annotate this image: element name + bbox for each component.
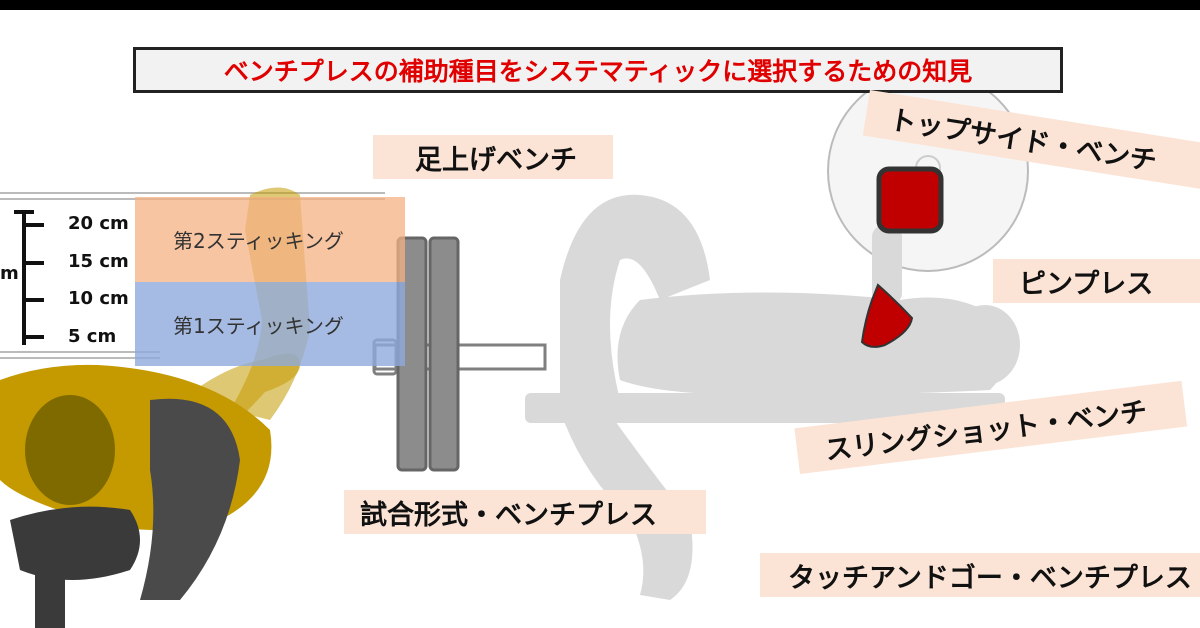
- lifter-head: [25, 395, 115, 505]
- scale-label-20: 20 cm: [68, 213, 129, 234]
- raised-knee-silhouette: [560, 194, 710, 400]
- lifter-chair: [10, 506, 140, 580]
- lifter-leg: [140, 398, 240, 600]
- label-touch-and-go: タッチアンドゴー・ベンチプレス: [760, 553, 1200, 597]
- scale-label-10: 10 cm: [68, 288, 129, 309]
- second-sticking-zone: 第2スティッキング: [135, 197, 405, 282]
- pin-handle: [876, 166, 944, 234]
- head-silhouette: [950, 305, 1020, 385]
- scale-label-5: 5 cm: [68, 326, 117, 347]
- scale-unit-fragment: m: [0, 263, 19, 284]
- barbell-plate-2: [428, 236, 460, 472]
- red-grip: [860, 283, 914, 348]
- label-competition-bench: 試合形式・ベンチプレス: [344, 490, 706, 534]
- torso-silhouette: [617, 292, 1008, 395]
- label-foot-up-bench: 足上げベンチ: [373, 135, 613, 179]
- first-sticking-zone: 第1スティッキング: [135, 282, 405, 366]
- top-bar: [0, 0, 1200, 10]
- bench-silhouette: [525, 393, 1005, 423]
- label-pin-press: ピンプレス: [993, 259, 1200, 303]
- lying-lifter-silhouette: [525, 194, 1020, 600]
- lifter-chair-leg: [35, 560, 65, 628]
- scale-label-15: 15 cm: [68, 251, 129, 272]
- page-title: ベンチプレスの補助種目をシステマティックに選択するための知見: [133, 47, 1063, 93]
- height-scale: [14, 210, 44, 345]
